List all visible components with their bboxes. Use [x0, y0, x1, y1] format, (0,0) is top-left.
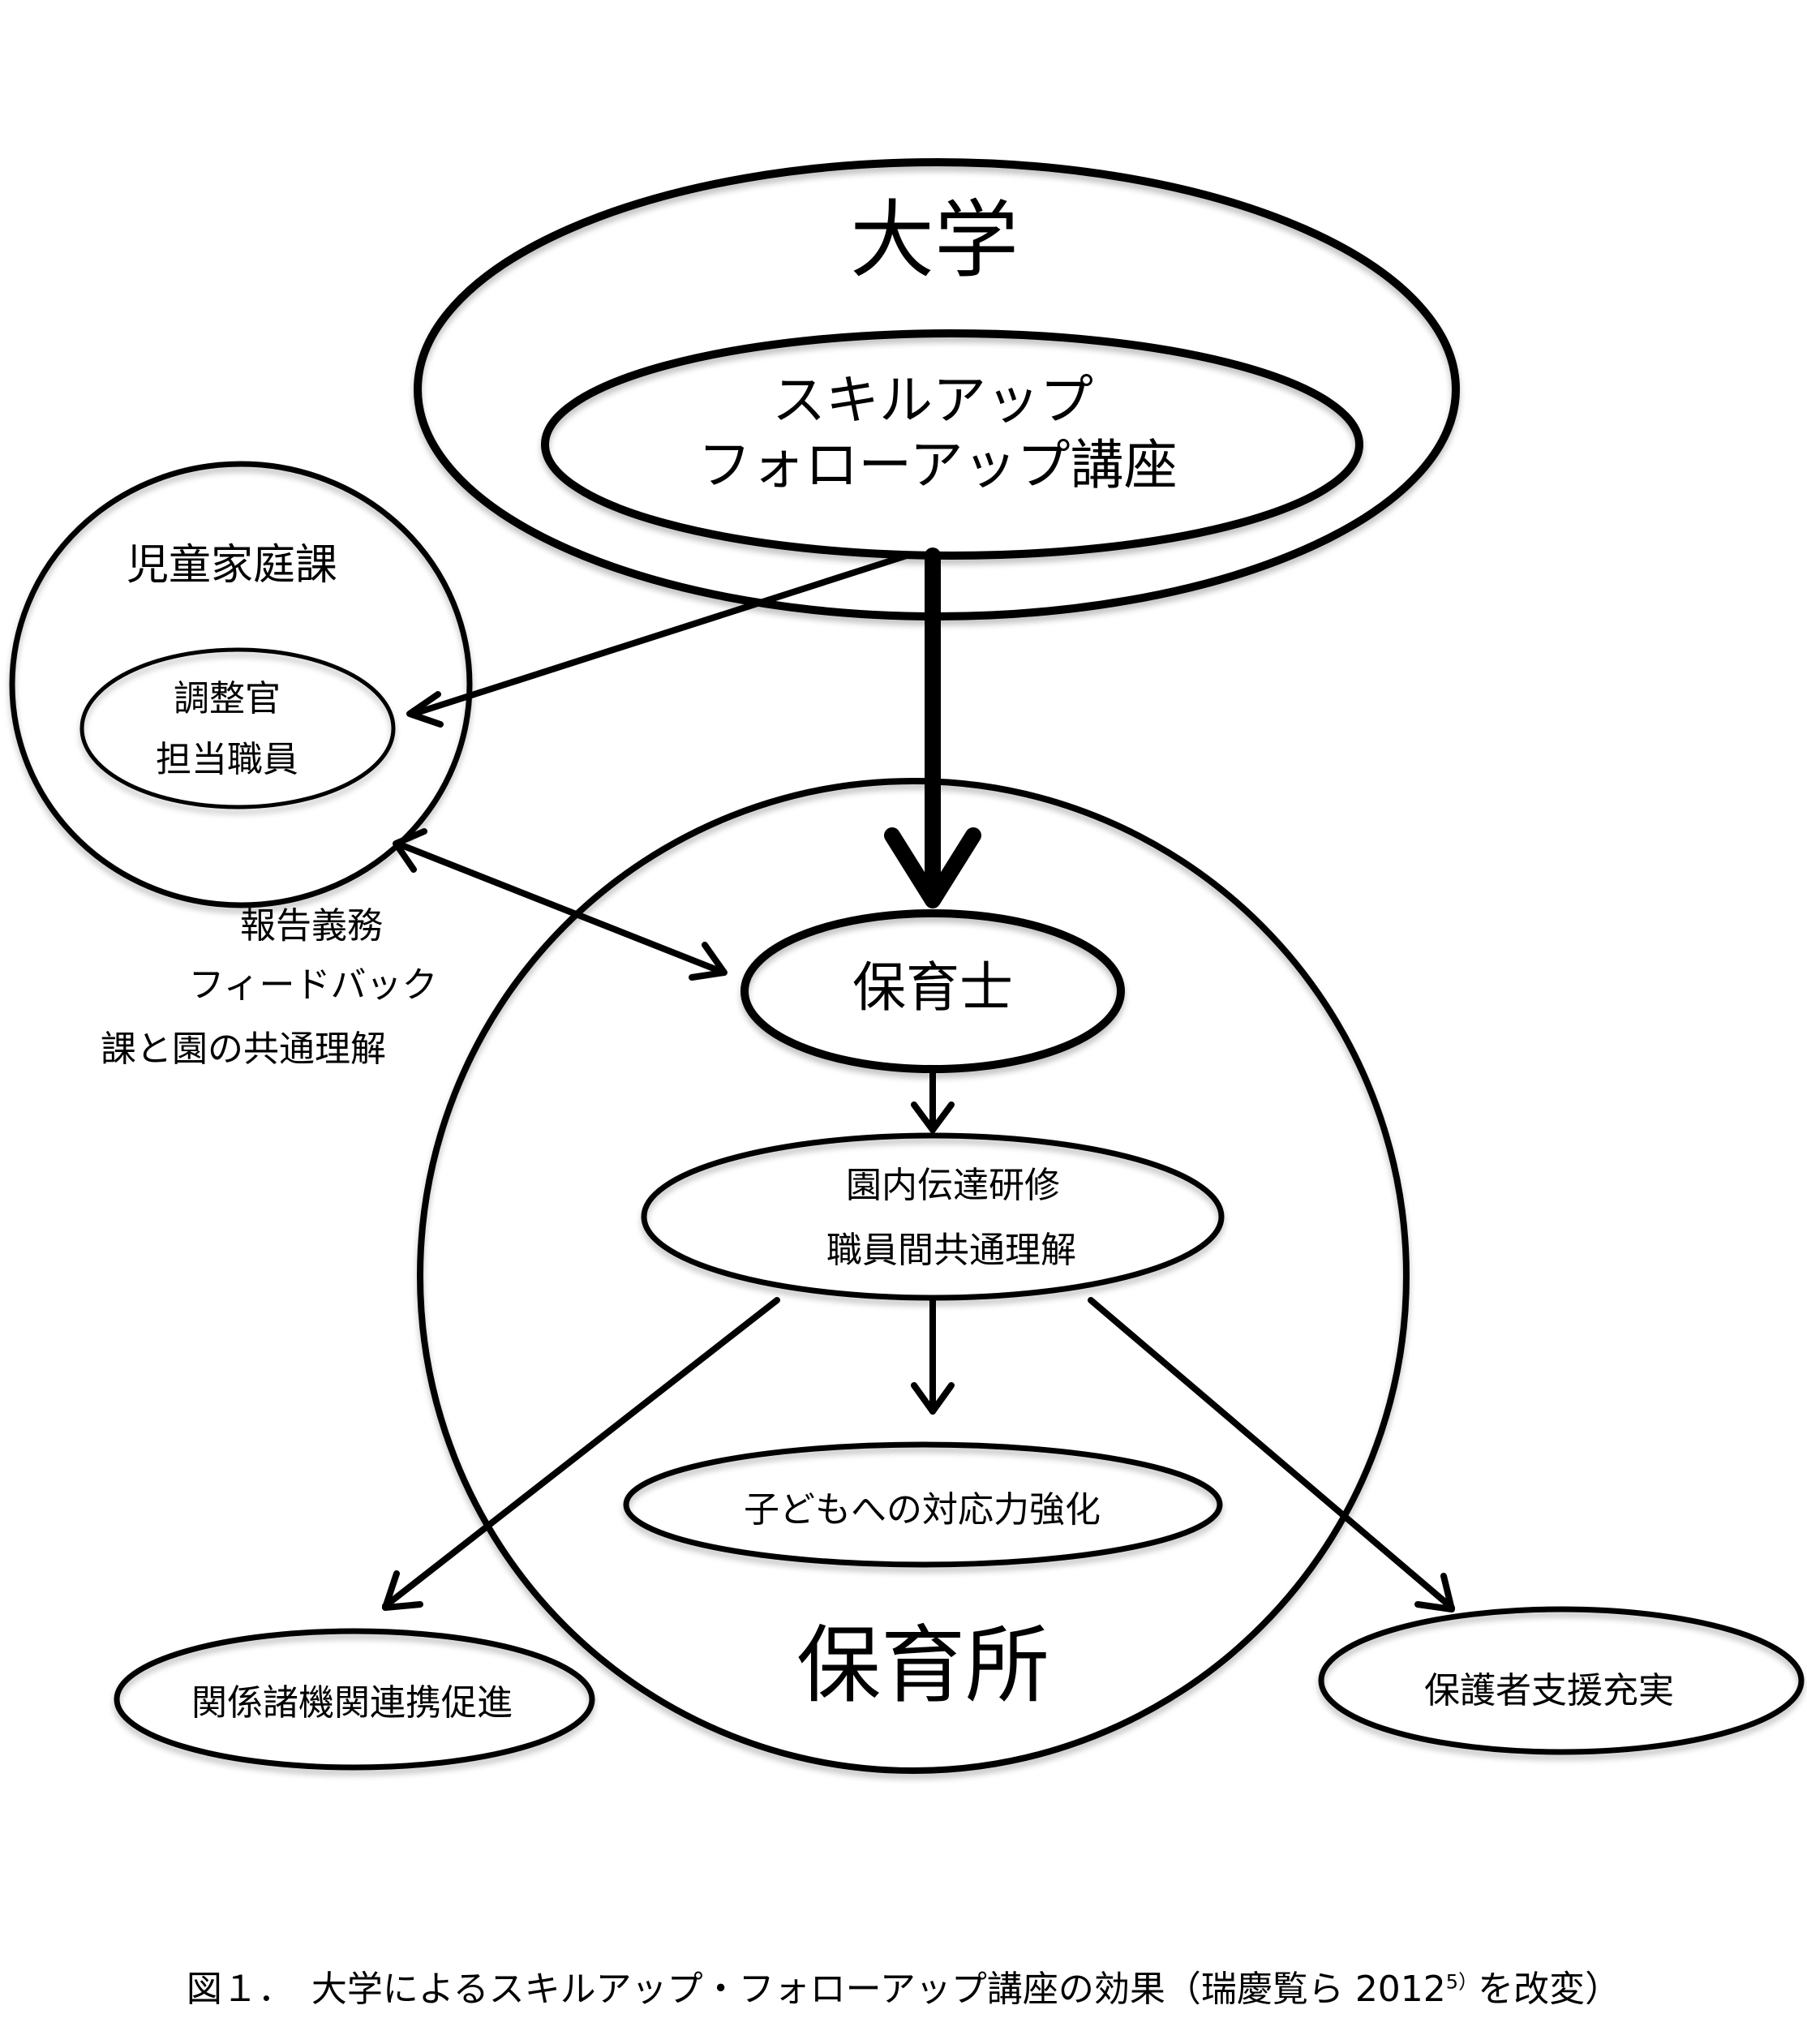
- child-family-division-label: 児童家庭課: [126, 541, 338, 590]
- course-ellipse: [541, 329, 1363, 560]
- training-to-agency-arrow-line: [382, 1297, 780, 1609]
- child-response-label: 子どもへの対応力強化: [744, 1489, 1101, 1531]
- worker-to-training-arrowhead-icon: [911, 1101, 955, 1133]
- training-to-parent-arrow-line: [1088, 1297, 1455, 1611]
- parent-support-label: 保護者支援充実: [1424, 1670, 1674, 1711]
- main-arrowhead-icon: [884, 827, 981, 908]
- training-to-parent-arrowhead-icon: [1414, 1573, 1455, 1612]
- course-label-line2: フォローアップ講座: [697, 434, 1178, 496]
- nursery-circle: [417, 778, 1410, 1774]
- staff-label-line1: 調整官: [174, 678, 281, 719]
- nursery-label: 保育所: [796, 1616, 1050, 1715]
- caption-prefix: 図１． 大学によるスキルアップ・フォローアップ講座の効果（瑞慶覧ら 2012: [186, 1969, 1446, 2010]
- in-house-training-ellipse: [641, 1132, 1225, 1301]
- edge-label-feedback: フィードバック: [188, 964, 438, 1006]
- childcare-worker-label: 保育士: [852, 956, 1013, 1019]
- course-label-line1: スキルアップ: [772, 369, 1093, 432]
- caption-suffix: を改変）: [1478, 1969, 1621, 2010]
- agency-cooperation-label: 関係諸機関連携促進: [191, 1682, 513, 1724]
- parent-support-ellipse: [1318, 1606, 1805, 1755]
- division-arrowhead-icon: [393, 828, 427, 873]
- in-house-training-label-line1: 園内伝達研修: [846, 1165, 1060, 1206]
- agency-cooperation-ellipse: [114, 1628, 595, 1771]
- child-family-division-ellipse: [9, 461, 473, 908]
- course-to-staff-arrowhead-icon: [406, 691, 444, 728]
- staff-label-line2: 担当職員: [156, 739, 298, 780]
- in-house-training-label-line2: 職員間共通理解: [826, 1230, 1076, 1271]
- course-to-staff-arrow-line: [410, 552, 910, 717]
- edge-label-reporting: 報告義務: [240, 905, 383, 947]
- training-to-child-arrowhead-icon: [911, 1382, 955, 1415]
- figure-caption: 図１． 大学によるスキルアップ・フォローアップ講座の効果（瑞慶覧ら 20125）…: [187, 1960, 1620, 2012]
- training-to-agency-arrowhead-icon: [382, 1570, 423, 1611]
- edge-label-shared-understanding: 課と園の共通理解: [101, 1028, 386, 1070]
- staff-ellipse: [79, 647, 396, 809]
- division-worker-arrow-line: [394, 840, 725, 975]
- caption-superscript: 5）: [1445, 1970, 1479, 1994]
- child-response-ellipse: [623, 1441, 1223, 1568]
- university-label: 大学: [849, 191, 1019, 290]
- worker-arrowhead-icon: [689, 942, 728, 981]
